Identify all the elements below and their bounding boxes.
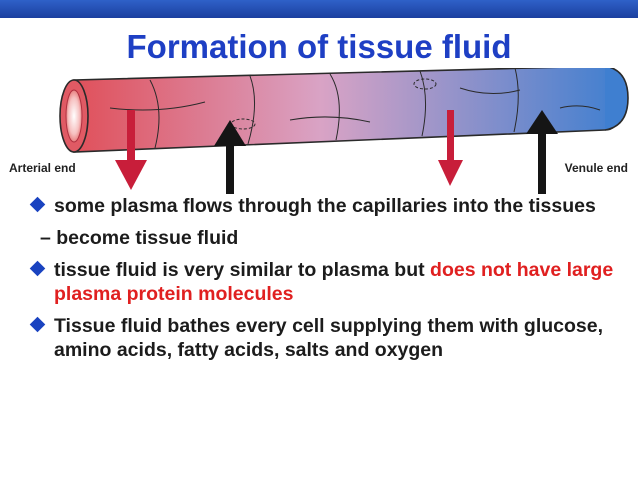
down-arrow-arterial [115,110,147,190]
up-arrow-arterial [214,120,246,194]
top-banner [0,0,638,18]
slide-title: Formation of tissue fluid [126,28,512,65]
arterial-lumen [65,89,83,143]
down-arrow-venous [438,110,463,186]
arterial-end-label: Arterial end [9,161,76,175]
diamond-bullet-icon [29,316,46,333]
bullet-list: some plasma flows through the capillarie… [29,194,622,370]
bullet-text: some plasma flows through the capillarie… [54,195,596,217]
bullet-item: some plasma flows through the capillarie… [29,194,622,218]
bullet-item: Tissue fluid bathes every cell supplying… [29,314,622,362]
venule-end-label: Venule end [564,161,628,175]
diamond-bullet-icon [29,196,46,213]
bullet-text: Tissue fluid bathes every cell supplying… [54,315,604,361]
capillary-diagram [59,68,629,194]
up-arrow-venous [526,110,558,194]
bullet-text: tissue fluid is very similar to plasma b… [54,259,431,281]
highlight-text: does not have large plasma protein molec… [54,259,614,305]
sub-bullet-item: – become tissue fluid [40,227,239,249]
bullet-item: tissue fluid is very similar to plasma b… [29,258,622,306]
diamond-bullet-icon [29,260,46,277]
